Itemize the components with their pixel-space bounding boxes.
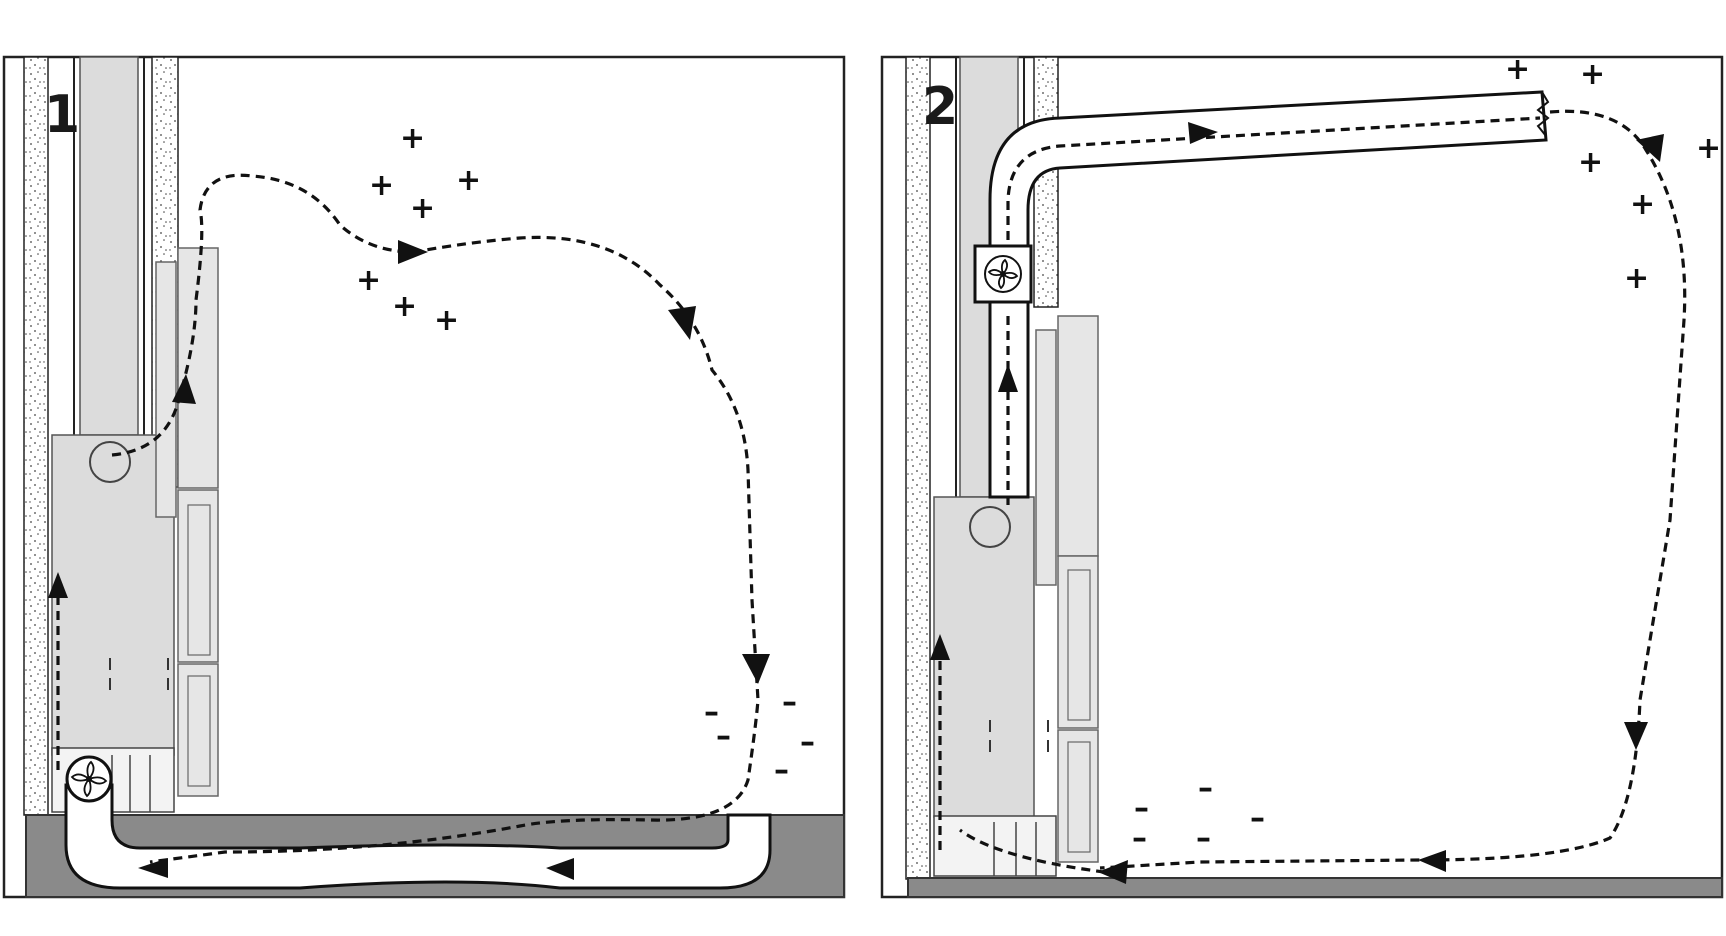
positive-charge: + bbox=[1624, 261, 1649, 296]
positive-charge: + bbox=[392, 289, 417, 324]
negative-charge: – bbox=[704, 695, 719, 730]
floor bbox=[907, 877, 1723, 898]
flow-arrow-icon bbox=[668, 306, 696, 340]
flow-arrow-icon bbox=[1624, 722, 1648, 750]
flow-arrow-icon bbox=[398, 240, 428, 264]
positive-charge: + bbox=[1696, 131, 1721, 166]
flow-arrow-icon bbox=[1418, 850, 1446, 872]
negative-charge: – bbox=[1196, 821, 1211, 856]
flow-arrow-icon bbox=[172, 374, 196, 404]
flow-arrow-icon bbox=[546, 858, 574, 880]
negative-charge: – bbox=[1250, 801, 1265, 836]
airflow-path bbox=[938, 109, 1687, 876]
positive-charge: + bbox=[410, 191, 435, 226]
airflow-path bbox=[56, 173, 760, 864]
flue-pipe bbox=[79, 56, 139, 436]
fan-icon bbox=[973, 244, 1033, 304]
positive-charge: + bbox=[1505, 52, 1530, 87]
negative-charge: – bbox=[716, 719, 731, 754]
positive-charge: + bbox=[456, 163, 481, 198]
positive-charges: + + + + + + + + bbox=[356, 121, 481, 338]
panel-number: 2 bbox=[922, 77, 958, 137]
flow-arrow-icon bbox=[742, 654, 770, 684]
positive-charge: + bbox=[369, 168, 394, 203]
flow-arrow-icon bbox=[1636, 134, 1664, 162]
positive-charge: + bbox=[1580, 57, 1605, 92]
wall-insulation bbox=[23, 56, 49, 816]
wall-insulation bbox=[1033, 56, 1059, 308]
wall-duct bbox=[988, 90, 1548, 499]
floor-duct bbox=[64, 783, 772, 890]
fan-icon bbox=[65, 755, 113, 803]
positive-charge: + bbox=[400, 121, 425, 156]
negative-charge: – bbox=[800, 725, 815, 760]
flow-arrow-icon bbox=[1188, 122, 1218, 144]
negative-charge: – bbox=[774, 753, 789, 788]
appliance-body bbox=[933, 496, 1035, 818]
positive-charge: + bbox=[356, 263, 381, 298]
flow-arrow-icon bbox=[1098, 860, 1128, 884]
negative-charge: – bbox=[1198, 771, 1213, 806]
positive-charge: + bbox=[1630, 187, 1655, 222]
wall-insulation bbox=[905, 56, 931, 880]
appliance-port bbox=[89, 441, 131, 483]
flow-arrow-icon bbox=[930, 634, 950, 660]
positive-charges: + + + + + + + bbox=[1505, 52, 1721, 296]
flow-arrow-icon bbox=[138, 858, 168, 878]
negative-charge: – bbox=[1134, 791, 1149, 826]
negative-charges: – – – – – bbox=[704, 685, 815, 788]
flow-arrow-icon bbox=[48, 572, 68, 598]
negative-charge: – bbox=[782, 685, 797, 720]
negative-charge: – bbox=[1132, 821, 1147, 856]
panel-2: 2 + + + + + + + – – – – – bbox=[880, 52, 1724, 899]
appliance-body bbox=[51, 434, 175, 756]
positive-charge: + bbox=[434, 303, 459, 338]
appliance-port bbox=[969, 506, 1011, 548]
panel-number: 1 bbox=[44, 85, 80, 145]
negative-charges: – – – – – bbox=[1132, 771, 1265, 856]
flow-arrow-icon bbox=[998, 364, 1018, 392]
panel-1: 1 + + + + + + + + – – – – – bbox=[2, 55, 846, 899]
positive-charge: + bbox=[1578, 145, 1603, 180]
